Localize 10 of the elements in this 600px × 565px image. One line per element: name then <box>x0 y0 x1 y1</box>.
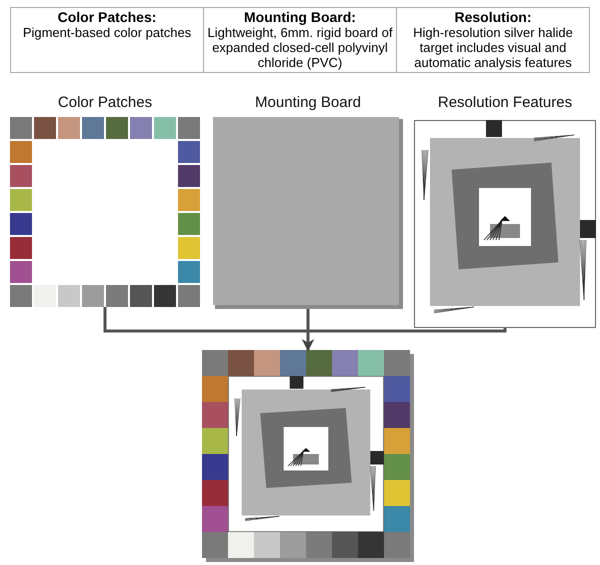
cell-heading: Mounting Board: <box>243 10 357 25</box>
connector-arrow <box>302 328 506 352</box>
cell-text: High-resolution silver halide target includes visual and automatic analysis features <box>412 25 574 70</box>
panel-title: Mounting Board <box>254 94 362 113</box>
cell-heading: Resolution: <box>454 10 532 25</box>
cell-text: Lightweight, 6mm. rigid board of expanded closed-cell polyvinyl chloride (PVC) <box>207 25 393 70</box>
cell-heading: Color Patches: <box>56 10 158 25</box>
panel-title: Color Patches <box>56 94 154 113</box>
cell-text: Pigment-based color patches <box>22 25 192 40</box>
panel-title: Resolution Features <box>436 94 574 113</box>
